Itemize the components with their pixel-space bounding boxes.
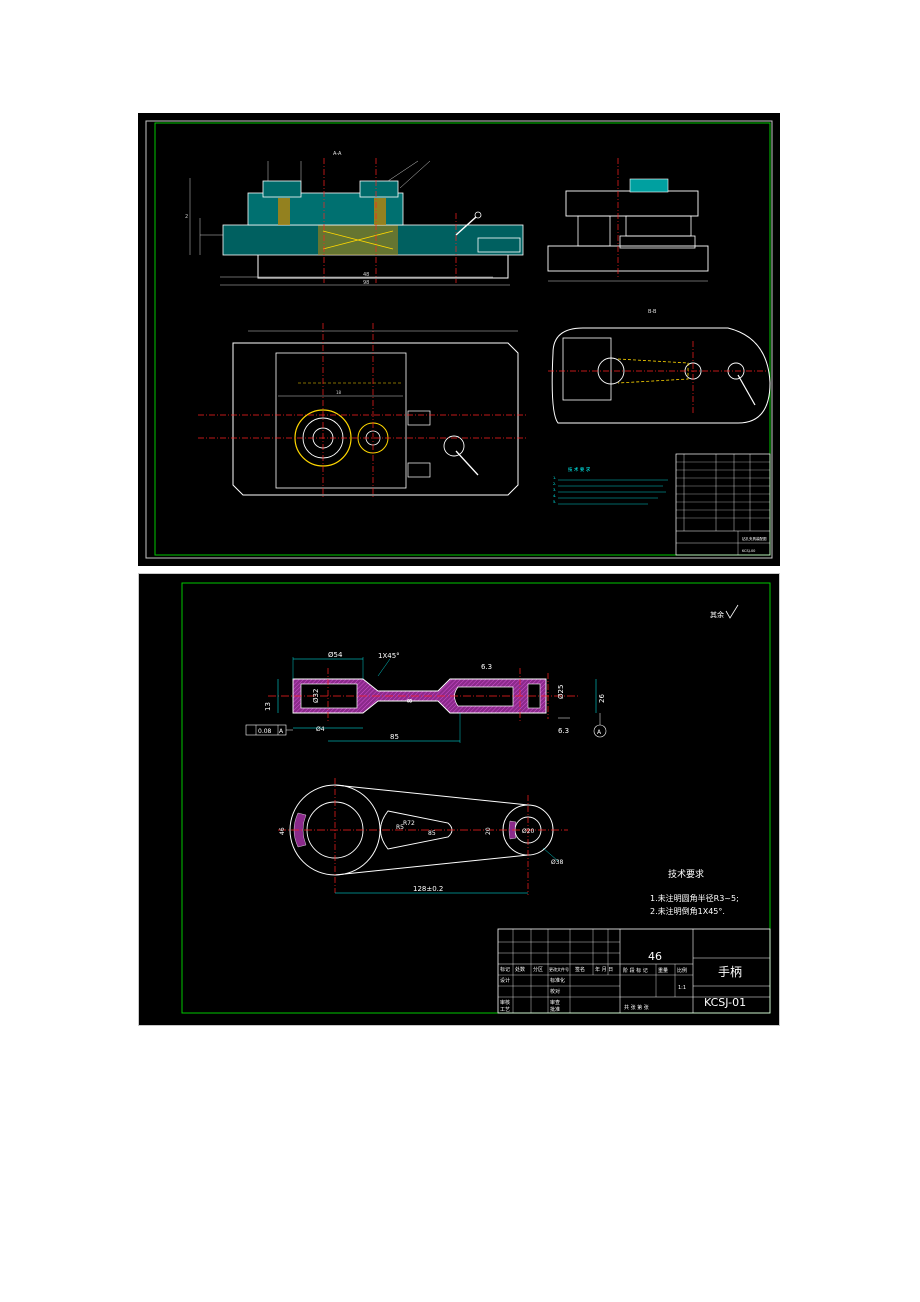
inner-frame [154,122,771,556]
dim-phi38: Ø38 [551,859,564,866]
dim-8: 8 [406,699,414,703]
hdr-zone: 分区 [533,966,543,973]
assembly-code: KCSJ-00 [742,549,755,553]
dim-ra-top: 6.3 [481,663,492,671]
outer-frame [145,120,773,559]
lbl-weight: 重量 [658,967,668,974]
lbl-standard: 标准化 [550,977,565,984]
assembly-title-block: 钻孔夹具装配图 KCSJ-00 [675,453,771,556]
section-bb-view: B-B [548,309,771,424]
lbl-scale: 比例 [677,967,687,974]
length-dim-2: 98 [363,280,369,286]
handle-front-view: Ø54 1X45° 13 Ø32 8 6.3 Ø25 26 6.3 Ø4 85 … [245,651,607,743]
lbl-review: 审核 [500,999,510,1006]
dim-chamfer: 1X45° [378,652,400,660]
tech-req-title: 技术要求 [668,868,704,880]
height-dim: 2 [185,214,188,220]
tech-req-line-2: 2.未注明倒角1X45°. [650,906,725,916]
dim-26: 26 [598,694,606,703]
material-value: 46 [648,950,662,963]
scale-value: 1:1 [678,985,686,991]
dim-46: 46 [279,827,286,835]
inner-frame [181,582,771,1014]
part-drawing-sheet: 其余 Ø54 1X45° 13 Ø32 8 6.3 Ø25 26 [138,573,780,1026]
assembly-drawing: A-A 2 48 98 [145,120,773,559]
hdr-sign: 签名 [575,966,585,973]
tech-req-line-1: 1. [553,476,556,480]
roughness-symbol [725,604,739,619]
dim-phi20: Ø20 [522,828,535,835]
tech-req-line-2: 2. [553,482,556,486]
lbl-sheets: 共 张 第 张 [624,1004,649,1011]
part-tech-requirements: 技术要求 1.未注明圆角半径R3~5; 2.未注明倒角1X45°. [650,868,739,916]
assembly-tech-requirements: 技 术 要 求 1. 2. 3. 4. 5. [553,466,668,505]
tech-req-line-4: 4. [553,494,556,498]
hdr-qty: 处数 [515,966,525,973]
dim-phi54: Ø54 [328,651,343,659]
part-name: 手柄 [718,965,742,979]
tech-req-line-3: 3. [553,488,556,492]
assembly-drawing-sheet: A-A 2 48 98 [138,113,780,566]
dim-phi32: Ø32 [312,689,320,703]
lbl-design: 设计 [500,977,510,984]
tolerance-datum: A [279,728,284,735]
dim-a3: Ø4 [316,726,325,733]
tolerance-value: 0.08 [258,728,272,735]
dim-128: 128±0.2 [413,885,443,893]
dim-r72: R72 [403,820,415,827]
dim-phi25: Ø25 [557,685,565,699]
drawing-number: KCSJ-01 [704,996,746,1009]
dim-20: 20 [485,827,492,835]
assembly-name: 钻孔夹具装配图 [742,536,767,541]
top-view: 18 [198,323,528,498]
tech-req-line-1: 1.未注明圆角半径R3~5; [650,893,739,903]
dim-85-top: 85 [428,830,436,837]
lbl-checked: 审查 [550,999,560,1006]
part-title-block: 标记 处数 分区 更改文件号 签名 年 月 日 设计 标准化 校对 审核 审查 … [497,928,771,1014]
roughness-note: 其余 [710,610,724,619]
front-section-view: A-A 2 48 98 [185,151,524,286]
small-dim: 18 [336,390,342,395]
outer-frame [138,573,780,1026]
datum-label: A [597,729,602,736]
lbl-process: 工艺 [500,1007,510,1013]
handle-top-view: R5 R72 85 20 Ø20 Ø38 46 128±0.2 [278,778,568,895]
hdr-mark: 标记 [500,966,510,973]
dim-r5: R5 [396,824,404,831]
lbl-proof: 校对 [550,988,560,995]
handle-part-drawing: 其余 Ø54 1X45° 13 Ø32 8 6.3 Ø25 26 [138,573,780,1026]
lbl-stage: 阶 段 标 记 [623,967,648,974]
side-view [547,158,709,282]
length-dim-1: 48 [363,272,369,278]
section-bb-label: B-B [648,309,657,315]
dim-85-front: 85 [390,733,399,741]
dim-13: 13 [264,702,272,711]
datum-marker [593,724,607,738]
hdr-date: 年 月 日 [595,966,613,973]
tech-req-title: 技 术 要 求 [568,466,591,473]
lbl-approve: 批准 [550,1006,560,1013]
tech-req-line-5: 5. [553,500,556,504]
section-aa-label: A-A [333,151,342,157]
hdr-doc: 更改文件号 [549,966,569,972]
dim-ra-bottom: 6.3 [558,727,569,735]
